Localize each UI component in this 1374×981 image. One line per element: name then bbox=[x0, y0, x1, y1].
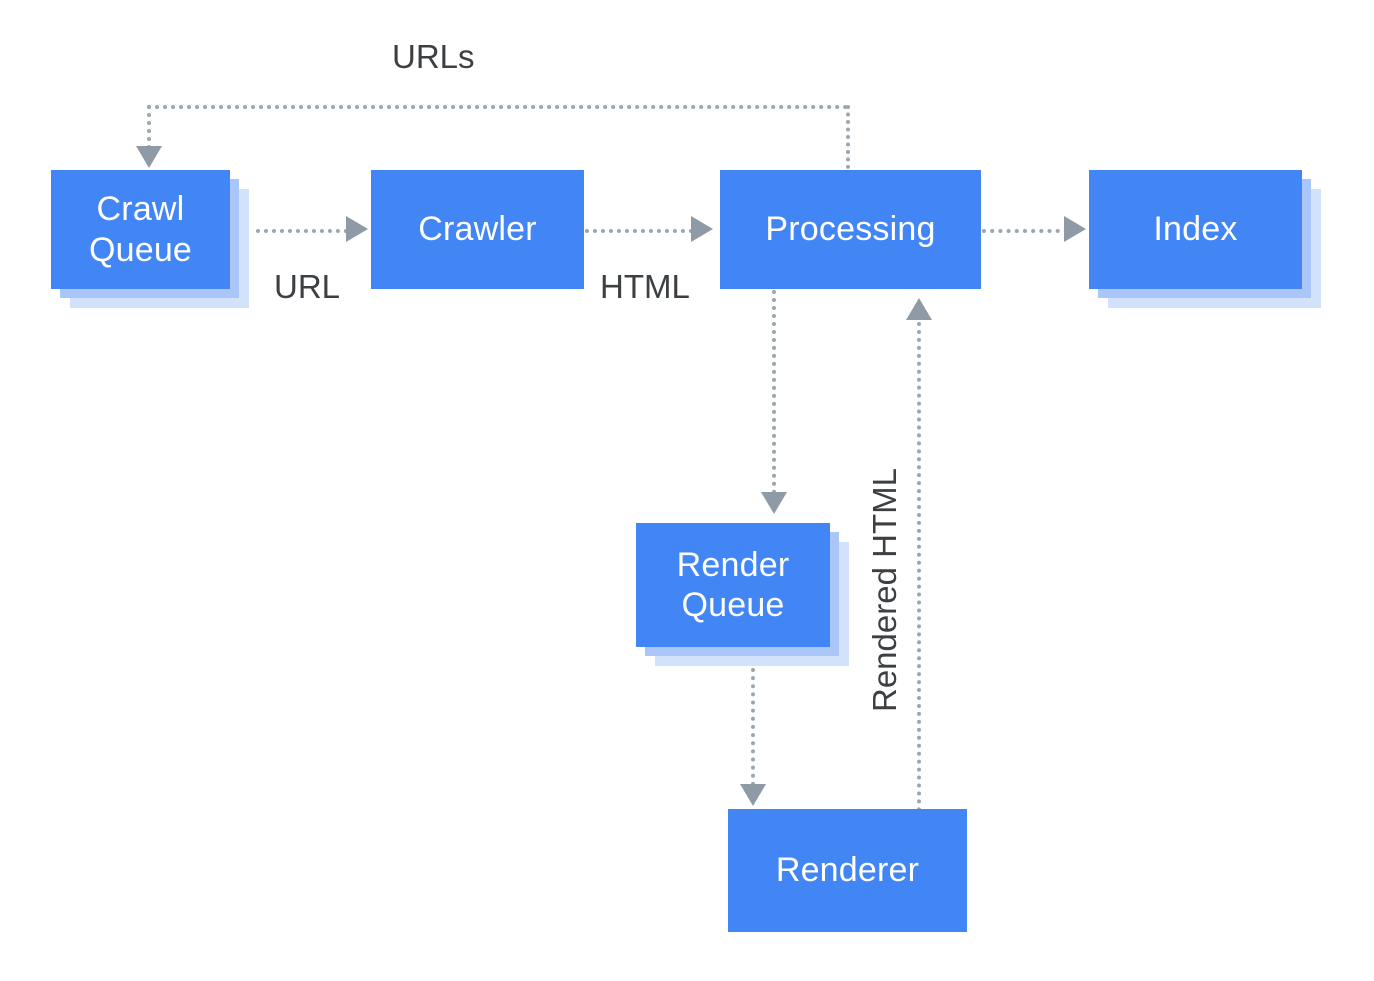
edge-renderqueue-arrowhead bbox=[761, 492, 787, 514]
edge-index-line bbox=[982, 229, 1068, 233]
node-render-queue-face: Render Queue bbox=[636, 523, 830, 647]
edge-renderedhtml-arrowhead bbox=[906, 298, 932, 320]
node-index-label: Index bbox=[1153, 210, 1238, 249]
node-crawler-label: Crawler bbox=[418, 210, 537, 249]
node-renderer[interactable]: Renderer bbox=[728, 809, 967, 932]
edge-renderedhtml-line bbox=[917, 322, 921, 812]
node-renderer-face: Renderer bbox=[728, 809, 967, 932]
edge-label-html: HTML bbox=[600, 268, 690, 305]
node-crawler[interactable]: Crawler bbox=[371, 170, 584, 289]
edge-urls-span bbox=[147, 105, 848, 109]
edge-renderer-line bbox=[751, 668, 755, 786]
node-crawl-queue[interactable]: Crawl Queue bbox=[51, 170, 249, 308]
node-processing[interactable]: Processing bbox=[720, 170, 981, 289]
edge-label-url: URL bbox=[274, 268, 341, 305]
edge-renderqueue-line bbox=[772, 290, 776, 494]
node-crawl-queue-label: Crawl Queue bbox=[88, 190, 193, 269]
edge-label-rendered-html: Rendered HTML bbox=[866, 468, 903, 712]
node-crawl-queue-face: Crawl Queue bbox=[51, 170, 230, 289]
edge-url-arrowhead bbox=[346, 216, 368, 242]
node-render-queue[interactable]: Render Queue bbox=[636, 523, 849, 666]
edge-renderer-arrowhead bbox=[740, 784, 766, 806]
edge-label-urls: URLs bbox=[392, 38, 475, 75]
node-index-face: Index bbox=[1089, 170, 1302, 289]
node-crawler-face: Crawler bbox=[371, 170, 584, 289]
edge-html-arrowhead bbox=[691, 216, 713, 242]
edge-urls-riser bbox=[846, 105, 850, 169]
node-processing-face: Processing bbox=[720, 170, 981, 289]
edge-html-line bbox=[585, 229, 693, 233]
edge-urls-descender bbox=[147, 105, 151, 149]
node-index[interactable]: Index bbox=[1089, 170, 1321, 308]
edge-urls-arrowhead bbox=[136, 146, 162, 168]
node-renderer-label: Renderer bbox=[775, 851, 920, 890]
edge-index-arrowhead bbox=[1064, 216, 1086, 242]
node-render-queue-label: Render Queue bbox=[676, 545, 790, 624]
node-processing-label: Processing bbox=[765, 210, 936, 249]
edge-url-line bbox=[256, 229, 348, 233]
